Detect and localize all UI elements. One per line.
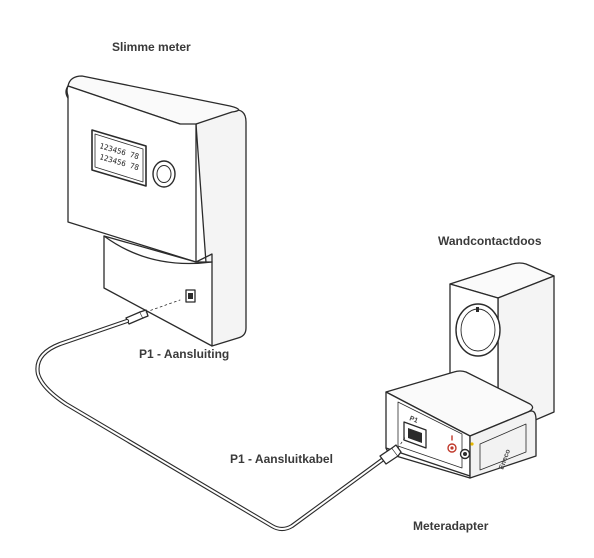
adapter-side-face xyxy=(469,410,537,479)
smart-meter: 123456 78 123456 78 xyxy=(65,75,247,347)
label-meter-adapter: Meteradapter xyxy=(413,519,489,533)
label-smart-meter: Slimme meter xyxy=(112,40,191,54)
adapter-port-label: P1 xyxy=(408,415,419,425)
label-p1-cable: P1 - Aansluitkabel xyxy=(230,452,333,466)
label-wall-socket: Wandcontactdoos xyxy=(438,234,542,248)
socket-top-face xyxy=(449,262,555,299)
adapter-front-panel xyxy=(397,401,463,469)
p1-cable xyxy=(35,299,407,532)
socket-recess xyxy=(455,303,501,357)
adapter-yellow-led xyxy=(470,442,474,446)
meter-button xyxy=(152,160,176,188)
label-p1-port: P1 - Aansluiting xyxy=(139,347,230,361)
meter-adapter: P1 Eneco xyxy=(385,370,537,479)
meter-display-frame xyxy=(91,129,147,187)
